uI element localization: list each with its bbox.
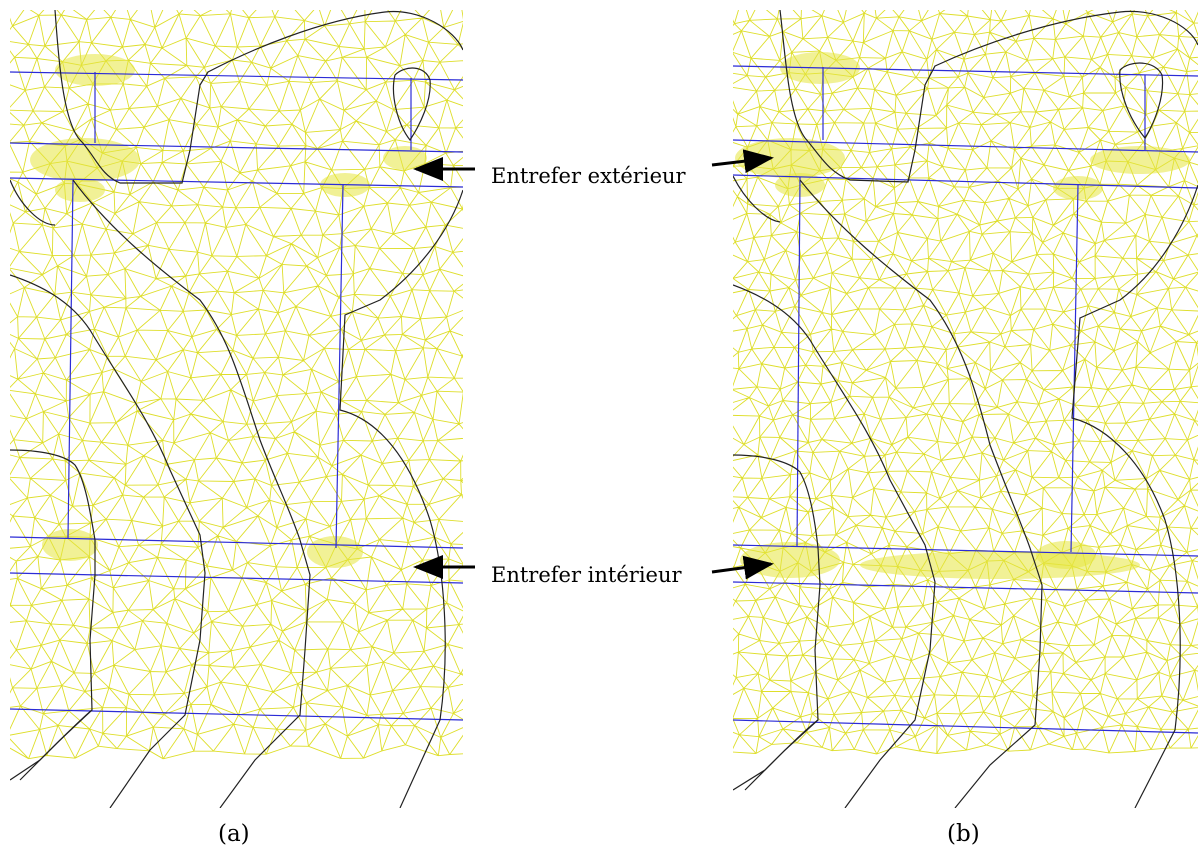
annotation-inner-airgap: Entrefer intérieur	[413, 555, 774, 587]
label-inner-airgap: Entrefer intérieur	[491, 563, 682, 587]
annotation-outer-airgap: Entrefer extérieur	[413, 149, 774, 188]
mesh-panel-b	[733, 10, 1198, 808]
arrow-outer-right	[711, 149, 774, 174]
mesh-panel-a	[10, 10, 463, 808]
arrow-inner-right	[711, 555, 774, 580]
refined-zones-a	[30, 54, 427, 568]
caption-a: (a)	[218, 821, 250, 847]
label-outer-airgap: Entrefer extérieur	[491, 164, 687, 188]
mesh-edges	[733, 10, 1198, 755]
caption-b: (b)	[947, 821, 980, 847]
black-boundaries-a	[10, 10, 463, 808]
mesh-grid-b	[733, 10, 1198, 755]
blue-boundaries-a	[10, 71, 463, 721]
mesh-grid-a	[10, 10, 463, 760]
blue-boundaries-b	[733, 65, 1198, 734]
black-boundaries-b	[733, 10, 1198, 808]
mesh-edges	[10, 10, 463, 760]
